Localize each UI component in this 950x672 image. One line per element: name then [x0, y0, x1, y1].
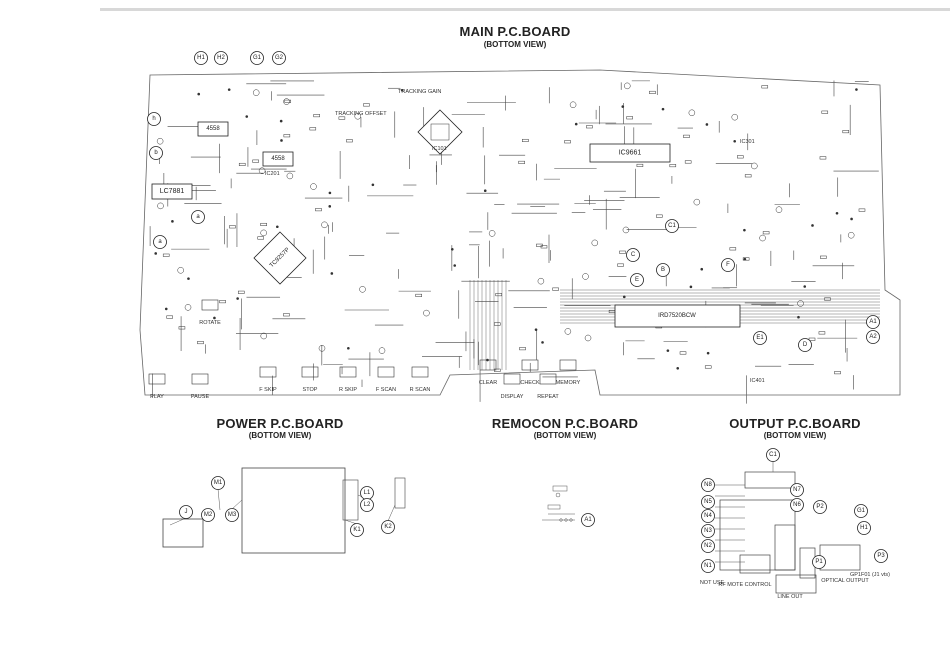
- ic-diamond-a: [417, 109, 463, 155]
- main-connector-d: D: [798, 338, 812, 352]
- main-connector-b-label: b: [154, 150, 158, 156]
- svg-text:LC7881: LC7881: [160, 188, 185, 195]
- svg-text:IC401: IC401: [750, 378, 765, 384]
- main-board-parts: [154, 82, 866, 375]
- svg-text:F SKIP: F SKIP: [259, 387, 277, 393]
- main-board-subtitle: (BOTTOM VIEW): [483, 40, 547, 49]
- svg-text:F SCAN: F SCAN: [376, 387, 396, 393]
- svg-text:IC9661: IC9661: [619, 150, 642, 157]
- main-connector-a: a: [191, 210, 205, 224]
- main-connector-e1-label: E1: [756, 335, 764, 341]
- svg-text:IC201: IC201: [265, 171, 280, 177]
- main-connector-h: h: [147, 112, 161, 126]
- main-connector-h2: H2: [214, 51, 228, 65]
- main-connector-g2-label: G2: [275, 55, 284, 61]
- main-connector-b: B: [656, 263, 670, 277]
- switch-f-skip: F SKIP: [259, 366, 277, 393]
- main-connector-h1: H1: [194, 51, 208, 65]
- main-connector-e1: E1: [753, 331, 767, 345]
- main-connector-c: C: [626, 248, 640, 262]
- svg-text:TRACKING GAIN: TRACKING GAIN: [398, 89, 441, 95]
- ic-ic9661: IC9661: [589, 143, 671, 163]
- svg-text:CLEAR: CLEAR: [479, 380, 497, 386]
- main-connector-a2-label: A2: [869, 334, 877, 340]
- main-connector-c1: C1: [665, 219, 679, 233]
- scan-top-edge: [100, 8, 950, 11]
- svg-text:IRD7520BCW: IRD7520BCW: [658, 313, 696, 319]
- remocon-board-subtitle: (BOTTOM VIEW): [533, 431, 597, 440]
- switch-clear: CLEAR: [479, 359, 497, 386]
- main-connector-b-label: B: [661, 267, 665, 273]
- main-connector-a-label: a: [196, 214, 200, 220]
- switch-check: CHECK: [520, 359, 540, 386]
- svg-text:ROTATE: ROTATE: [199, 320, 221, 326]
- svg-text:TRACKING OFFSET: TRACKING OFFSET: [335, 111, 387, 117]
- main-connector-f-label: F: [726, 262, 730, 268]
- svg-text:4558: 4558: [206, 126, 220, 132]
- main-connector-h1-label: H1: [197, 55, 205, 61]
- switch-pause: PAUSE: [191, 373, 210, 400]
- main-board-switches: PLAY PAUSE ROTATE F SKIP STOP R SKIP F SCAN R S…: [148, 299, 581, 400]
- svg-text:REPEAT: REPEAT: [537, 394, 559, 400]
- svg-text:4558: 4558: [271, 156, 285, 162]
- main-connector-g1: G1: [250, 51, 264, 65]
- main-connector-a2: A2: [866, 330, 880, 344]
- svg-text:IC101: IC101: [432, 146, 447, 152]
- main-connector-c1-label: C1: [668, 223, 676, 229]
- main-connector-g2: G2: [272, 51, 286, 65]
- switch-r-scan: R SCAN: [410, 366, 431, 393]
- svg-text:CHECK: CHECK: [520, 380, 540, 386]
- svg-text:MEMORY: MEMORY: [556, 380, 581, 386]
- ic-diamond-b: TC9257P: [253, 231, 307, 285]
- power-board-subtitle: (BOTTOM VIEW): [248, 431, 312, 440]
- main-connector-f: F: [721, 258, 735, 272]
- switch-rotate: ROTATE: [199, 299, 221, 326]
- main-connector-g1-label: G1: [253, 55, 262, 61]
- main-connector-e-label: E: [635, 277, 639, 283]
- main-connector-e: E: [630, 273, 644, 287]
- svg-text:STOP: STOP: [303, 387, 318, 393]
- svg-text:R SKIP: R SKIP: [339, 387, 357, 393]
- switch-r-skip: R SKIP: [339, 366, 357, 393]
- main-connector-b: b: [149, 146, 163, 160]
- ic-ird7520bcw: IRD7520BCW: [614, 304, 741, 328]
- switch-repeat: REPEAT: [537, 373, 559, 400]
- main-board-outline: [139, 69, 901, 396]
- svg-text:R SCAN: R SCAN: [410, 387, 431, 393]
- main-connector-c-label: C: [631, 252, 636, 258]
- remocon-board-title: REMOCON P.C.BOARD: [491, 416, 639, 431]
- main-connector-a2: a: [153, 235, 167, 249]
- switch-stop: STOP: [301, 366, 319, 393]
- ic-lc7881: LC7881: [151, 183, 193, 200]
- switch-f-scan: F SCAN: [376, 366, 396, 393]
- main-connector-a1-label: A1: [869, 319, 877, 325]
- output-board-subtitle: (BOTTOM VIEW): [763, 431, 827, 440]
- main-board-title: MAIN P.C.BOARD: [459, 24, 571, 39]
- main-connector-a1: A1: [866, 315, 880, 329]
- main-board-traces: [149, 80, 880, 404]
- main-connector-d-label: D: [803, 342, 808, 348]
- switch-memory: MEMORY: [556, 359, 581, 386]
- switch-display: DISPLAY: [501, 373, 524, 400]
- output-board-title: OUTPUT P.C.BOARD: [729, 416, 861, 431]
- svg-text:IC301: IC301: [740, 139, 755, 145]
- svg-text:PLAY: PLAY: [150, 394, 164, 400]
- main-connector-a2-label: a: [158, 239, 162, 245]
- svg-text:PAUSE: PAUSE: [191, 394, 210, 400]
- ic-4558-a: 4558: [197, 121, 229, 137]
- svg-text:DISPLAY: DISPLAY: [501, 394, 524, 400]
- power-board-title: POWER P.C.BOARD: [216, 416, 344, 431]
- switch-play: PLAY: [148, 373, 166, 400]
- ic-4558-b: 4558: [262, 151, 294, 167]
- main-connector-h-label: h: [152, 116, 155, 122]
- main-connector-h2-label: H2: [217, 55, 225, 61]
